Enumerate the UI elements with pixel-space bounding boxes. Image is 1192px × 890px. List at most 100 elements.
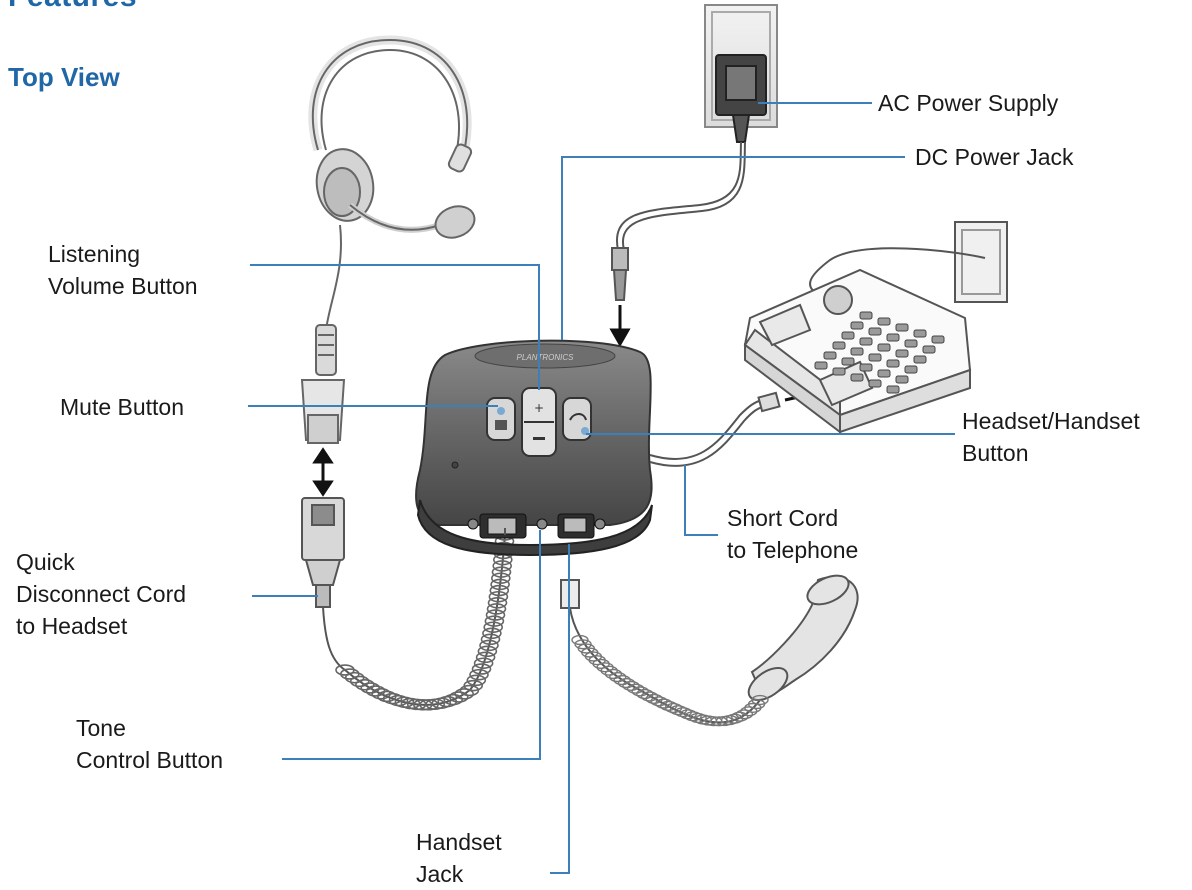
coil-loop: [490, 572, 511, 584]
label-headset-handset: Headset/Handset Button: [962, 405, 1140, 469]
coil-loop: [463, 679, 484, 692]
section-heading: Features: [8, 0, 137, 12]
coil-loop: [466, 674, 487, 687]
desk-telephone: [743, 221, 1008, 435]
keypad-key: [877, 369, 891, 378]
keypad-key: [922, 345, 936, 354]
coil-loop: [609, 671, 627, 683]
keypad-key: [841, 357, 855, 366]
coil-loop: [571, 634, 589, 646]
coil-loop: [631, 686, 649, 697]
qd-connect-arrow: [312, 447, 334, 497]
leader-short-cord: [684, 465, 718, 536]
dc-power-cord: [611, 141, 746, 301]
label-listening-volume-line1: Listening: [48, 241, 141, 267]
keypad-key: [850, 373, 864, 382]
coil-loop: [360, 682, 381, 694]
coil-loop: [613, 674, 631, 686]
label-dc-power-jack: DC Power Jack: [915, 144, 1074, 170]
label-quick-disconnect: Quick Disconnect Cord to Headset: [16, 546, 186, 642]
quick-disconnect-plug: [301, 497, 506, 706]
coil-loop: [471, 663, 492, 675]
coil-loop: [469, 668, 489, 681]
keypad-key: [859, 311, 873, 320]
coil-loop: [355, 679, 375, 691]
keypad-key: [886, 385, 900, 394]
keypad-key: [868, 327, 882, 336]
label-quick-disconnect-line1: Quick: [16, 549, 75, 575]
coil-loop: [477, 645, 498, 658]
coil-loop: [488, 590, 509, 603]
keypad-key: [850, 321, 864, 330]
coil-loop: [617, 677, 636, 689]
coil-loop: [483, 621, 504, 633]
label-tone-control-line2: Control Button: [76, 747, 224, 773]
label-listening-volume: Listening Volume Button: [48, 238, 198, 302]
label-ac-power-supply: AC Power Supply: [878, 90, 1059, 116]
device-brand: PLANTRONICS: [517, 353, 575, 362]
coil-loop: [448, 691, 469, 703]
coil-loop: [454, 688, 475, 700]
coil-loop: [482, 627, 502, 640]
coil-loop: [479, 639, 499, 652]
keypad-key: [814, 361, 828, 370]
wall-outlet-ac: [704, 4, 778, 143]
coiled-cord-headset: [335, 529, 515, 711]
keypad-key: [904, 339, 918, 348]
coil-loop: [491, 566, 512, 578]
keypad-key: [895, 349, 909, 358]
label-quick-disconnect-line3: to Headset: [16, 613, 128, 639]
coil-loop: [626, 683, 645, 694]
coil-loop: [622, 680, 640, 692]
label-mute-button: Mute Button: [60, 394, 185, 420]
keypad-key: [877, 343, 891, 352]
coil-loop: [731, 711, 749, 722]
keypad-key: [823, 351, 837, 360]
short-cord-telephone: [649, 391, 781, 467]
label-headset-handset-line1: Headset/Handset: [962, 408, 1140, 434]
keypad-key: [877, 317, 891, 326]
leader-lines: [248, 102, 955, 874]
coil-loop: [490, 578, 510, 591]
label-handset-jack: Handset Jack: [416, 826, 502, 890]
keypad-key: [904, 365, 918, 374]
view-heading: Top View: [8, 62, 120, 92]
label-listening-volume-line2: Volume Button: [48, 273, 198, 299]
coil-loop: [485, 609, 506, 621]
coil-loop: [604, 668, 623, 680]
telephone-handset: [747, 574, 859, 701]
keypad-key: [913, 355, 927, 364]
keypad-key: [832, 367, 846, 376]
keypad-key: [886, 359, 900, 368]
keypad-key: [859, 337, 873, 346]
keypad-key: [895, 375, 909, 384]
leader-tone-control: [282, 530, 541, 760]
amplifier-base: PLANTRONICS +: [415, 339, 653, 557]
keypad-key: [850, 347, 864, 356]
label-tone-control-line1: Tone: [76, 715, 126, 741]
coiled-cord-handset: [571, 634, 769, 727]
label-short-cord: Short Cord to Telephone: [727, 502, 858, 566]
coil-loop: [492, 560, 513, 572]
headset-illustration: [300, 35, 476, 444]
keypad-key: [859, 363, 873, 372]
keypad-key: [886, 333, 900, 342]
coil-loop: [751, 694, 769, 706]
keypad-key: [931, 335, 945, 344]
label-handset-jack-line2: Jack: [416, 861, 464, 887]
coil-loop: [486, 603, 507, 615]
label-short-cord-line1: Short Cord: [727, 505, 839, 531]
coil-loop: [487, 597, 508, 609]
coil-loop: [710, 716, 728, 727]
label-headset-handset-line2: Button: [962, 440, 1029, 466]
leader-dc-power: [561, 156, 905, 340]
coil-loop: [349, 675, 370, 688]
coil-loop: [480, 633, 501, 646]
coil-loop: [475, 651, 496, 664]
keypad-key: [895, 323, 909, 332]
label-short-cord-line2: to Telephone: [727, 537, 859, 563]
coil-loop: [735, 709, 754, 720]
svg-text:+: +: [534, 401, 544, 415]
coil-loop: [473, 657, 494, 669]
